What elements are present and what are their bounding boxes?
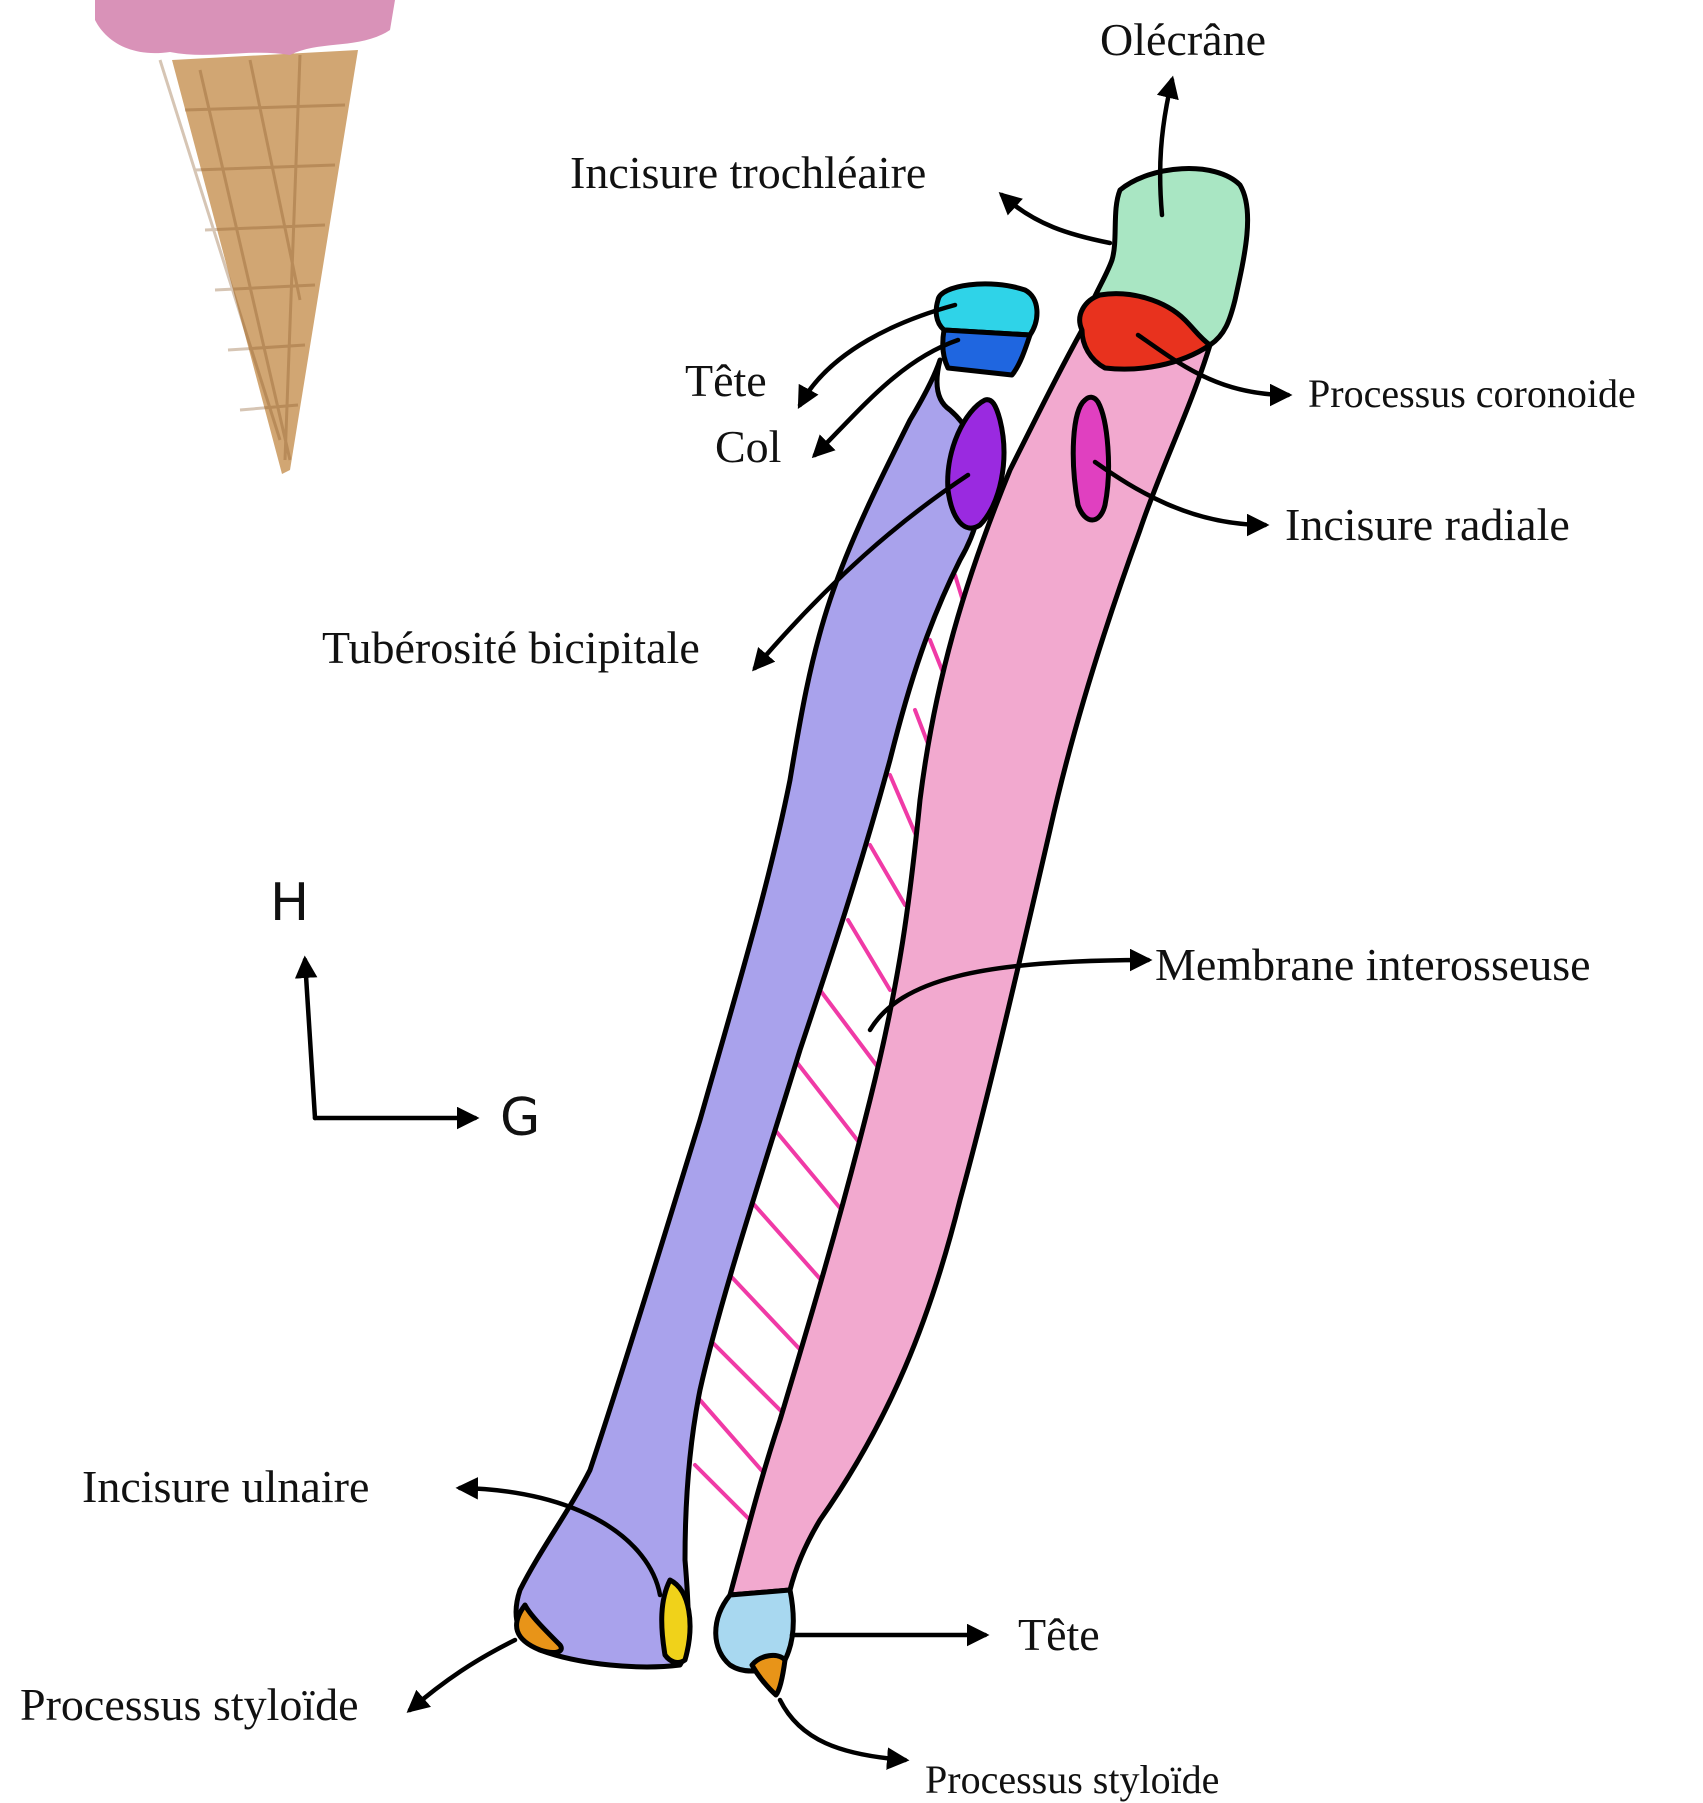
radial-notch <box>1073 397 1108 520</box>
orientation-up-arrow <box>305 960 315 1118</box>
label-membrane: Membrane interosseuse <box>1155 939 1591 990</box>
label-olecrane: Olécrâne <box>1100 14 1266 65</box>
label-incisure-ulnaire: Incisure ulnaire <box>82 1461 369 1512</box>
leader-styloide-ulna <box>780 1700 905 1760</box>
cone <box>172 50 358 474</box>
orientation-indicator: H G <box>270 873 540 1148</box>
orientation-up-label: H <box>270 873 309 933</box>
label-processus-styloide-radius: Processus styloïde <box>20 1679 359 1730</box>
label-tuberosite: Tubérosité bicipitale <box>322 622 700 673</box>
label-tete-ulna: Tête <box>1018 1609 1100 1660</box>
ice-cream-scoop <box>95 0 395 55</box>
leader-styloide-radius <box>410 1640 515 1710</box>
ice-cream-cone-illustration <box>95 0 395 474</box>
orientation-side-label: G <box>500 1088 540 1148</box>
label-col: Col <box>715 421 781 472</box>
radius-head <box>936 284 1037 335</box>
ulna-styloid-process <box>752 1655 785 1695</box>
label-tete-radius: Tête <box>685 355 767 406</box>
leader-incisure-trochleaire <box>1002 195 1110 243</box>
radius-neck <box>943 330 1030 375</box>
label-processus-coronoide: Processus coronoide <box>1308 371 1636 416</box>
label-incisure-trochleaire: Incisure trochléaire <box>570 147 926 198</box>
label-incisure-radiale: Incisure radiale <box>1285 499 1570 550</box>
label-processus-styloide-ulna: Processus styloïde <box>925 1757 1219 1802</box>
